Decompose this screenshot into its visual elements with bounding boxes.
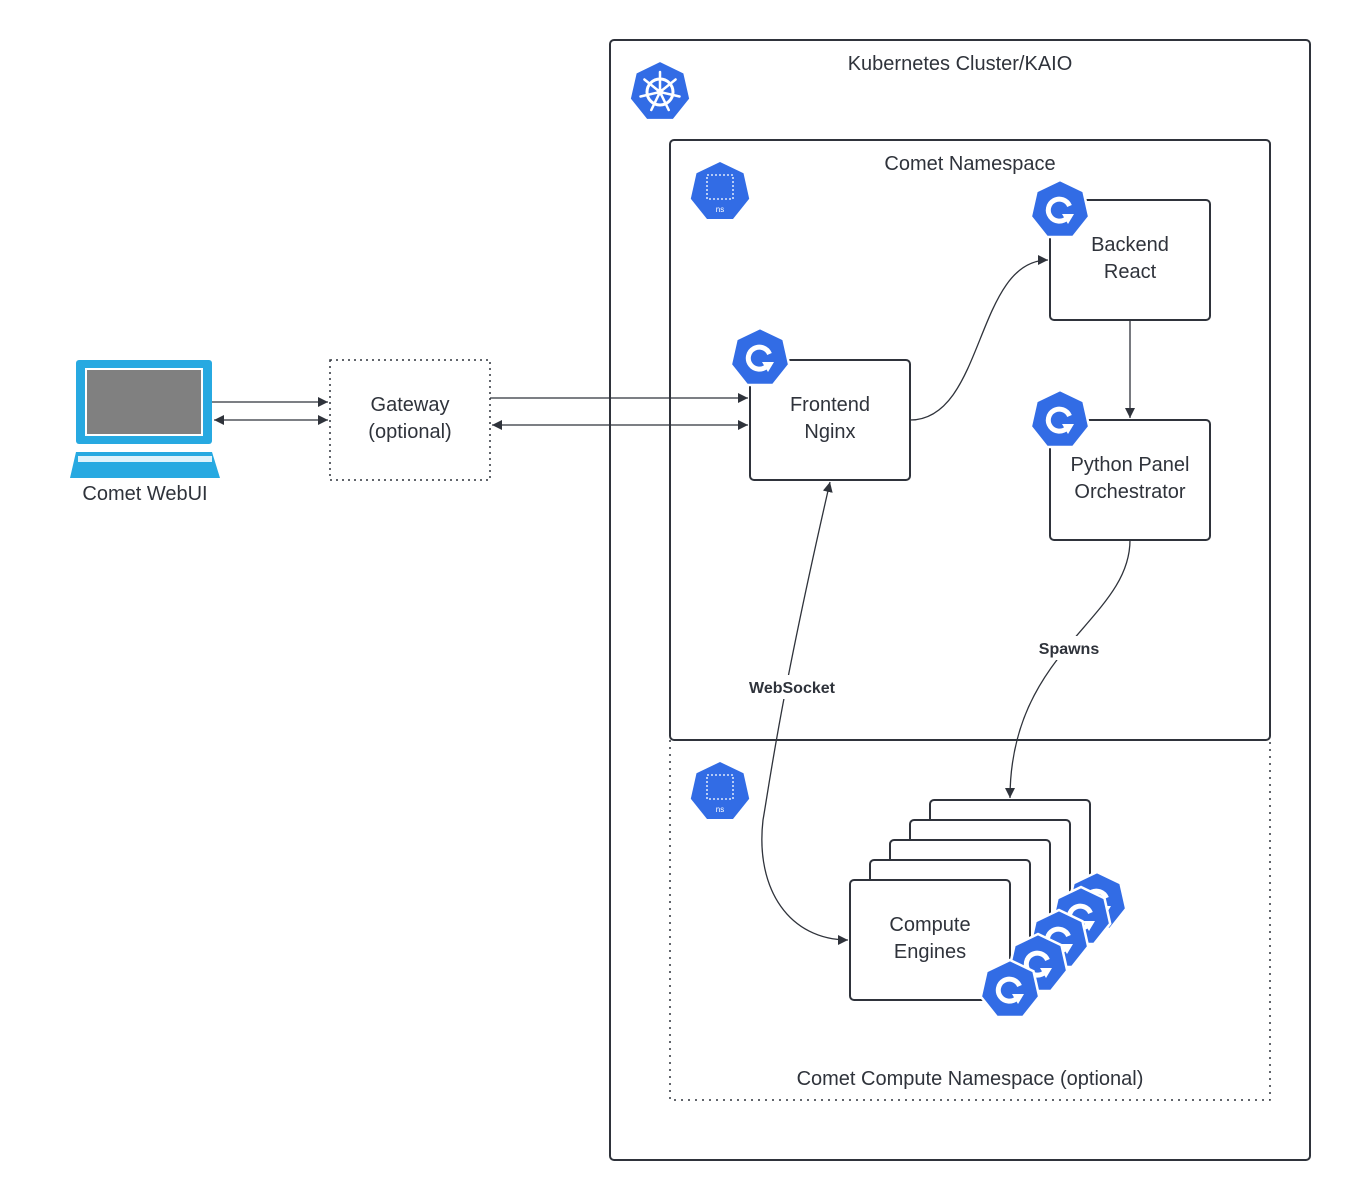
pod-icon	[1031, 390, 1089, 447]
orchestrator-label: Python Panel	[1071, 454, 1190, 476]
backend-sublabel: React	[1104, 261, 1157, 283]
gateway-frontend-edges	[490, 393, 748, 430]
cluster-title: Kubernetes Cluster/KAIO	[848, 53, 1073, 75]
websocket-label: WebSocket	[749, 680, 836, 697]
namespace-icon: ns	[690, 761, 750, 820]
frontend-backend-edge	[909, 255, 1049, 421]
namespace-icon: ns	[690, 161, 750, 220]
client-label: Comet WebUI	[82, 483, 207, 505]
frontend-sublabel: Nginx	[804, 421, 855, 443]
compute-engines-stack[interactable]: Compute Engines	[849, 799, 1126, 1017]
comet-namespace-title: Comet Namespace	[884, 153, 1055, 175]
compute-namespace-title: Comet Compute Namespace (optional)	[797, 1068, 1144, 1090]
backend-react-node[interactable]: Backend React	[1031, 180, 1211, 321]
gateway-node[interactable]: Gateway (optional)	[329, 359, 491, 481]
kubernetes-helm-icon	[628, 59, 692, 121]
pod-icon	[1031, 180, 1089, 237]
frontend-nginx-node[interactable]: Frontend Nginx	[731, 328, 911, 481]
svg-text:ns: ns	[716, 205, 724, 214]
compute-label: Compute	[889, 914, 970, 936]
gateway-sublabel: (optional)	[368, 421, 451, 443]
pod-icon	[731, 328, 789, 385]
pod-icon	[981, 960, 1039, 1017]
compute-sublabel: Engines	[894, 941, 966, 963]
orchestrator-sublabel: Orchestrator	[1074, 481, 1185, 503]
comet-compute-namespace: Comet Compute Namespace (optional) ns	[669, 740, 1271, 1101]
websocket-edge	[761, 481, 849, 945]
comet-namespace: Comet Namespace ns	[669, 139, 1271, 741]
backend-label: Backend	[1091, 234, 1169, 256]
svg-text:ns: ns	[716, 805, 724, 814]
gateway-label: Gateway	[371, 394, 450, 416]
spawns-label: Spawns	[1039, 641, 1100, 658]
comet-webui-client: Comet WebUI	[70, 360, 220, 505]
laptop-icon	[70, 360, 220, 478]
client-gateway-edges	[212, 397, 328, 425]
frontend-label: Frontend	[790, 394, 870, 416]
